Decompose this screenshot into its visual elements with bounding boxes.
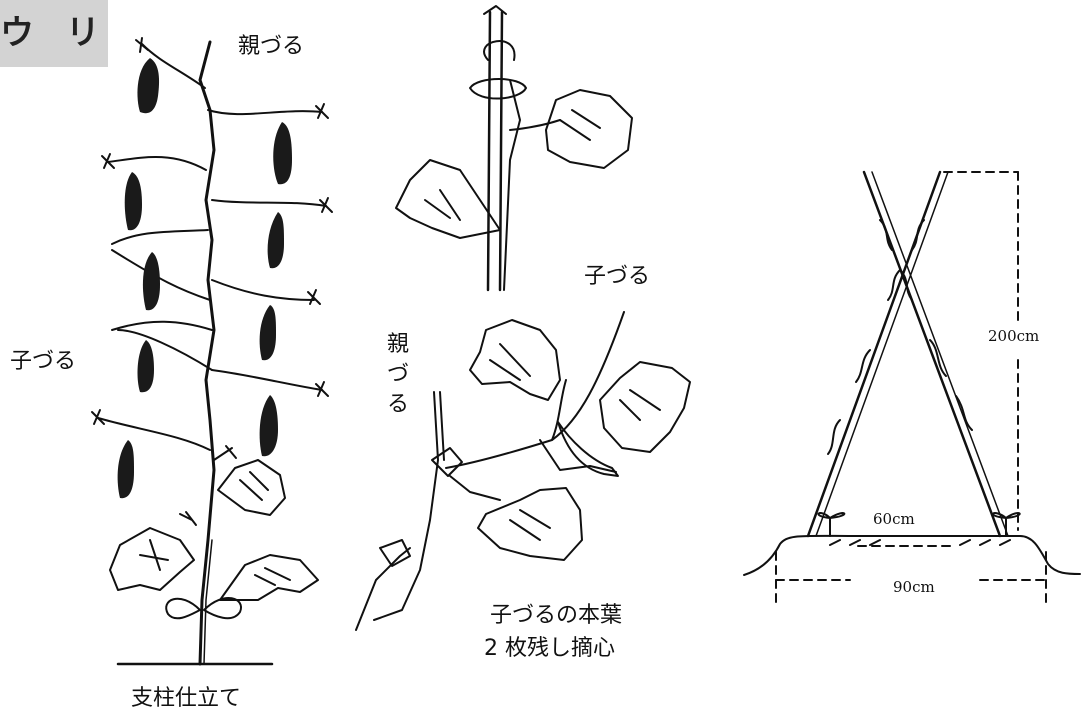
dimension-height: 200cm — [988, 327, 1040, 345]
pinching-diagram-drawing — [355, 311, 691, 631]
a-frame-trellis-drawing — [743, 170, 1081, 605]
label-kozuru-left: 子づる — [10, 349, 77, 374]
vertical-char-1: 親 — [386, 332, 409, 357]
label-tekishin-line2: 2 枚残し摘心 — [484, 636, 615, 661]
label-tekishin-line1: 子づるの本葉 — [490, 603, 623, 628]
dimension-outer-width: 90cm — [893, 578, 935, 596]
title-tab: ウ リ — [0, 0, 108, 67]
dimension-inner-width: 60cm — [873, 510, 915, 528]
label-oyazuru-top: 親づる — [238, 34, 305, 59]
fruit-cluster — [117, 58, 292, 499]
label-shichu-tate: 支柱仕立て — [131, 686, 242, 711]
label-kozuru-mid: 子づる — [584, 264, 651, 289]
trellis-plant-drawing — [91, 37, 333, 666]
vertical-char-2: づ — [386, 362, 409, 387]
vertical-char-3: る — [386, 392, 409, 417]
label-oyazuru-vertical: 親 づ る — [385, 330, 411, 420]
stake-tendril-drawing — [395, 5, 633, 292]
